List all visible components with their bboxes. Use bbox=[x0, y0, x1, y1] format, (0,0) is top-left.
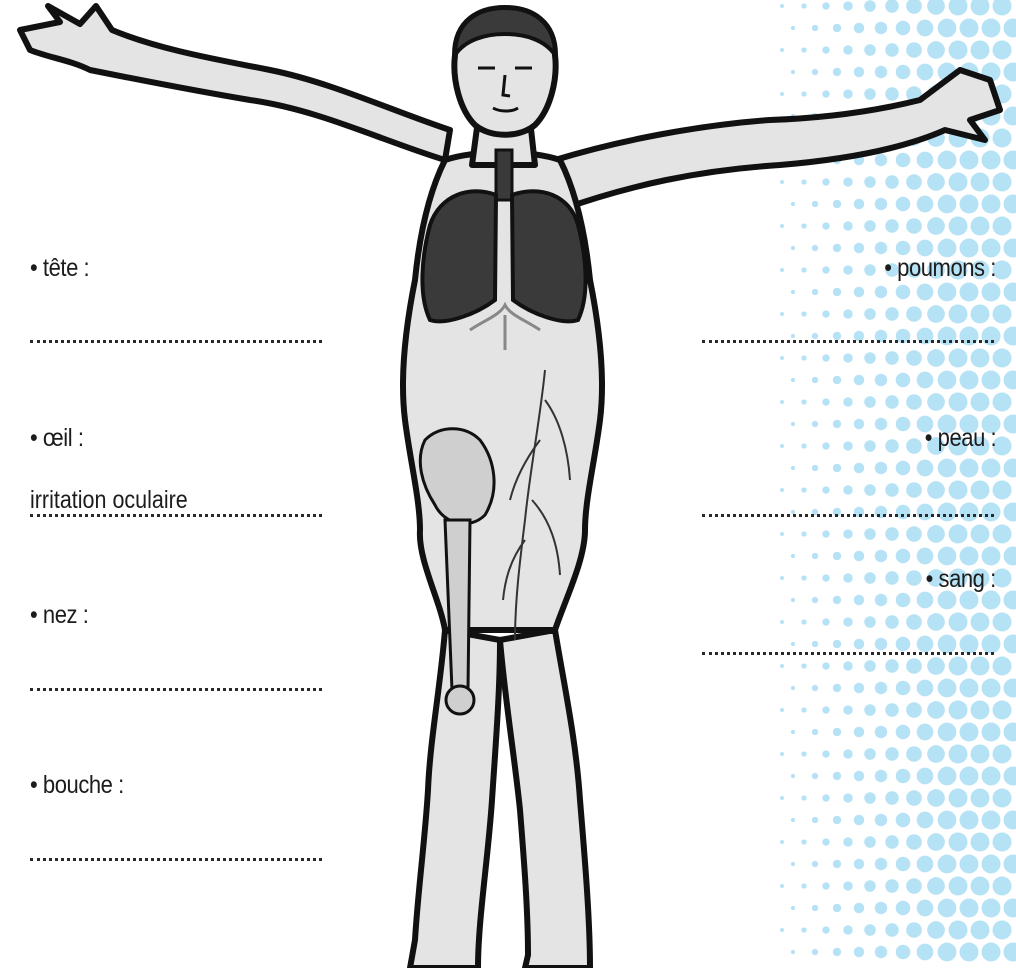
answer-line-peau[interactable] bbox=[702, 514, 994, 517]
left-arm bbox=[20, 6, 450, 160]
answer-line-sang[interactable] bbox=[702, 652, 994, 655]
label-oeil: • œil : bbox=[30, 424, 84, 453]
answer-line-poumons[interactable] bbox=[702, 340, 994, 343]
label-peau: • peau : bbox=[925, 424, 996, 453]
right-arm bbox=[555, 70, 1000, 210]
right-leg bbox=[500, 630, 590, 968]
answer-text-oeil: irritation oculaire bbox=[30, 486, 188, 515]
label-sang: • sang : bbox=[926, 565, 996, 594]
answer-line-oeil[interactable] bbox=[30, 514, 322, 517]
label-nez: • nez : bbox=[30, 601, 88, 630]
trachea bbox=[496, 150, 512, 200]
label-bouche: • bouche : bbox=[30, 771, 124, 800]
label-poumons: • poumons : bbox=[884, 254, 996, 283]
answer-line-bouche[interactable] bbox=[30, 858, 322, 861]
knee-bone bbox=[446, 686, 474, 714]
answer-line-tete[interactable] bbox=[30, 340, 322, 343]
label-tete: • tête : bbox=[30, 254, 89, 283]
answer-line-nez[interactable] bbox=[30, 688, 322, 691]
